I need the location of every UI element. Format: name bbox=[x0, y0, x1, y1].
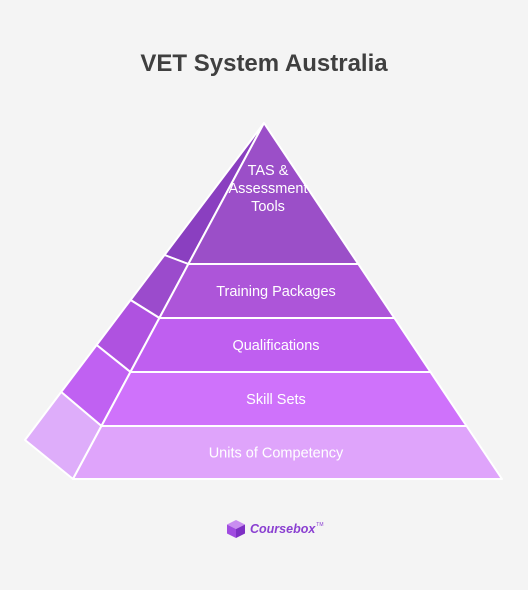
pyramid-level-label: Skill Sets bbox=[246, 392, 306, 408]
pyramid-level-3: Qualifications bbox=[95, 299, 432, 373]
pyramid-level-5: Units of Competency bbox=[24, 391, 503, 480]
brand-trademark: TM bbox=[316, 522, 324, 528]
pyramid-level-label: Units of Competency bbox=[209, 446, 344, 462]
page-title: VET System Australia bbox=[140, 50, 388, 77]
pyramid-level-face bbox=[72, 425, 503, 480]
cube-icon bbox=[227, 520, 245, 538]
pyramid-level-label: Training Packages bbox=[216, 284, 336, 300]
pyramid-level-2: Training Packages bbox=[129, 254, 396, 319]
brand-name: Coursebox bbox=[250, 522, 316, 536]
coursebox-logo: Coursebox TM bbox=[226, 519, 324, 539]
pyramid-level-label: Qualifications bbox=[232, 338, 319, 354]
